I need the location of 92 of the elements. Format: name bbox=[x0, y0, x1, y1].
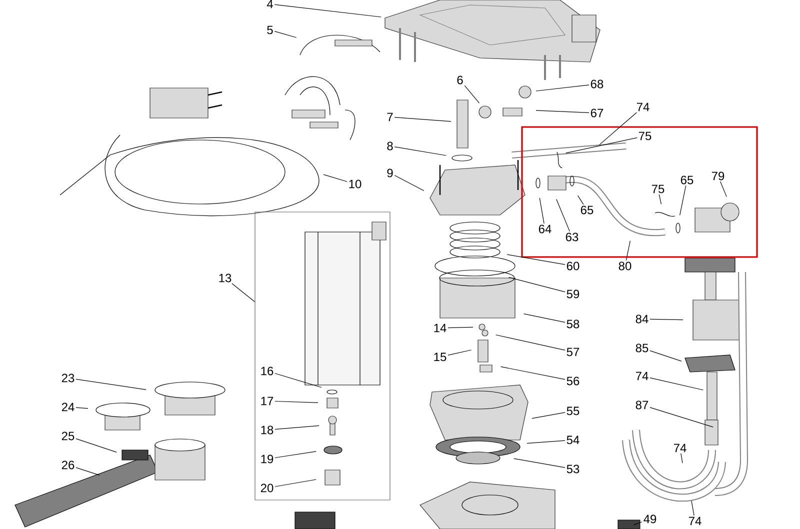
highlight-frame bbox=[521, 126, 758, 258]
leader-line bbox=[500, 366, 566, 380]
leader-line bbox=[496, 334, 566, 351]
leader-line bbox=[578, 195, 584, 205]
leader-line bbox=[720, 181, 727, 197]
leader-line bbox=[76, 467, 100, 476]
callout-number: 18 bbox=[259, 424, 275, 436]
callout-number: 84 bbox=[634, 314, 650, 324]
callout-number: 74 bbox=[672, 442, 688, 454]
callout-number: 23 bbox=[60, 372, 76, 384]
leader-line bbox=[680, 453, 683, 464]
callout-number: 64 bbox=[537, 224, 553, 234]
callout-number: 17 bbox=[259, 396, 275, 406]
leader-line bbox=[650, 407, 714, 428]
callout-number: 5 bbox=[266, 24, 274, 36]
leader-line bbox=[650, 378, 704, 390]
callout-number: 80 bbox=[617, 260, 633, 272]
frame bbox=[254, 212, 390, 500]
leader-line bbox=[626, 240, 630, 261]
callout-number: 59 bbox=[565, 288, 581, 300]
leader-line bbox=[394, 146, 446, 156]
callout-number: 74 bbox=[634, 370, 650, 382]
callout-number: 75 bbox=[650, 184, 666, 194]
callout-number: 68 bbox=[589, 78, 605, 90]
callout-number: 49 bbox=[642, 514, 658, 524]
leader-line bbox=[274, 4, 382, 18]
callout-number: 7 bbox=[386, 112, 394, 122]
leader-line bbox=[633, 522, 642, 526]
leader-line bbox=[539, 198, 544, 224]
callout-number: 53 bbox=[565, 464, 581, 474]
leader-line bbox=[524, 314, 566, 323]
callout-number: 54 bbox=[565, 434, 581, 446]
callout-number: 26 bbox=[60, 460, 76, 470]
leader-line bbox=[274, 479, 316, 487]
leader-line bbox=[680, 185, 686, 216]
leader-line bbox=[274, 373, 322, 388]
leader-line bbox=[526, 440, 566, 444]
callout-number: 63 bbox=[564, 232, 580, 242]
callout-number: 87 bbox=[634, 400, 650, 410]
leader-line bbox=[556, 199, 570, 232]
leader-line bbox=[448, 350, 472, 356]
callout-number: 85 bbox=[634, 342, 650, 354]
leader-line bbox=[514, 458, 566, 468]
callout-number: 55 bbox=[565, 406, 581, 416]
leader-line bbox=[232, 283, 255, 302]
callout-number: 79 bbox=[710, 170, 726, 182]
leader-line bbox=[323, 174, 348, 182]
callout-number: 8 bbox=[386, 140, 394, 152]
callout-number: 74 bbox=[687, 516, 703, 526]
leader-line bbox=[76, 378, 146, 390]
callout-number: 15 bbox=[432, 352, 448, 362]
leader-line bbox=[599, 112, 638, 145]
leader-line bbox=[464, 85, 480, 104]
callout-number: 24 bbox=[60, 402, 76, 412]
callout-number: 10 bbox=[347, 178, 363, 190]
leader-line bbox=[274, 451, 316, 458]
leader-line bbox=[532, 412, 566, 419]
callout-number: 9 bbox=[386, 168, 394, 178]
leader-line bbox=[274, 425, 320, 430]
leader-line bbox=[650, 318, 684, 320]
callout-number: 74 bbox=[635, 102, 651, 112]
leader-line bbox=[448, 326, 474, 328]
leader-line bbox=[536, 110, 590, 113]
callout-number: 4 bbox=[266, 0, 274, 10]
callout-number: 57 bbox=[565, 346, 581, 358]
callout-number: 60 bbox=[565, 260, 581, 272]
leader-line bbox=[650, 350, 682, 362]
callout-number: 56 bbox=[565, 376, 581, 386]
leader-line bbox=[394, 175, 424, 192]
leader-line bbox=[274, 400, 318, 403]
leader-line bbox=[394, 117, 452, 122]
leader-line bbox=[508, 277, 566, 292]
leader-line bbox=[76, 407, 88, 409]
callout-number: 25 bbox=[60, 430, 76, 442]
callout-number: 65 bbox=[579, 204, 595, 216]
leader-line bbox=[506, 254, 566, 265]
leader-line bbox=[536, 84, 590, 92]
callout-number: 6 bbox=[456, 74, 464, 86]
leader-line bbox=[566, 137, 638, 154]
callout-number: 16 bbox=[259, 366, 275, 376]
leader-line bbox=[691, 500, 694, 516]
leader-line bbox=[658, 194, 662, 204]
leader-line bbox=[274, 31, 297, 38]
callout-number: 65 bbox=[679, 174, 695, 186]
callout-number: 19 bbox=[259, 454, 275, 464]
callout-number: 67 bbox=[589, 108, 605, 118]
leader-line bbox=[76, 438, 117, 452]
callout-number: 75 bbox=[637, 130, 653, 142]
callout-number: 14 bbox=[432, 322, 448, 334]
callout-number: 20 bbox=[259, 482, 275, 494]
callout-number: 58 bbox=[565, 318, 581, 330]
callout-number: 13 bbox=[217, 272, 233, 284]
